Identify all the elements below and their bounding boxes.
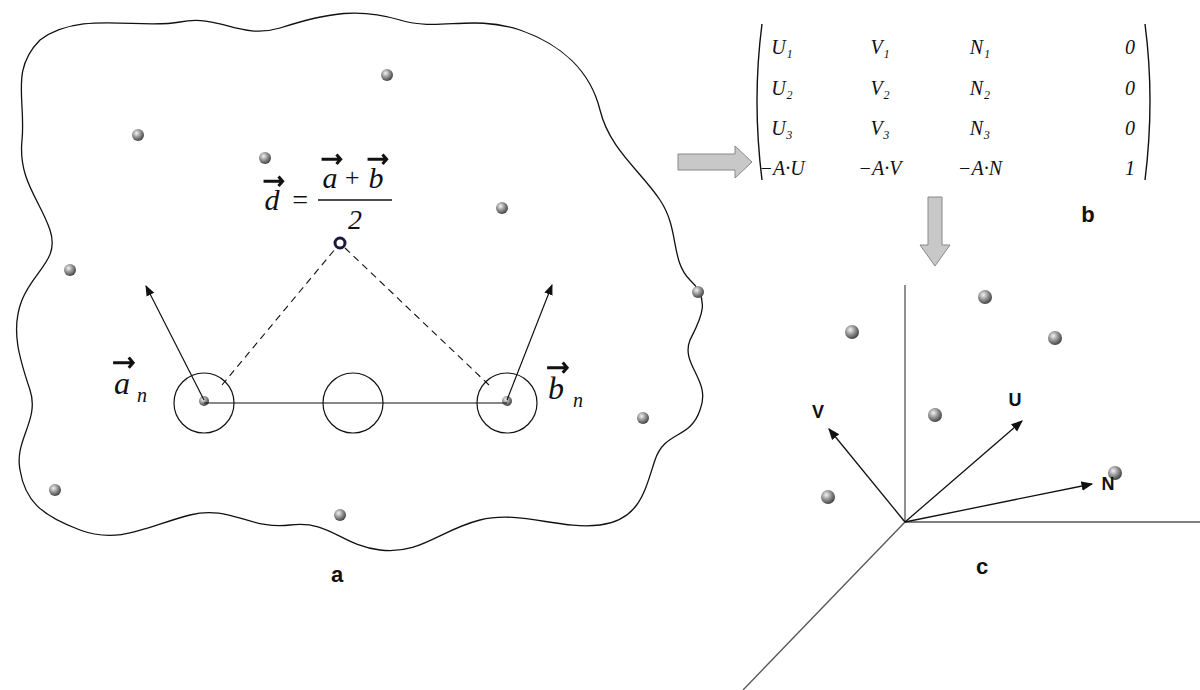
point-cloud [821,290,1122,504]
matrix-cell: V₂ [870,78,889,98]
flow-arrow [920,197,950,266]
matrix-cell: 0 [1125,78,1135,98]
axis-label: N [1102,475,1115,493]
vector-arrow [367,152,388,164]
matrix-cell: U₂ [771,78,792,98]
vector-arrow [321,152,342,164]
vector-arrow [546,360,568,373]
vector-arrow [112,355,134,368]
probe-circles [174,373,537,433]
formula-symbol: d [265,185,280,215]
vector-subscript: n [573,390,583,410]
matrix-cell: 1 [1125,158,1135,178]
vector-symbol: b [548,372,564,404]
matrix-cell: U₁ [771,37,792,57]
formula-symbol: 2 [348,206,362,234]
matrix-cell: −A·U [759,158,804,178]
flow-arrow [678,146,752,178]
formula-symbol: + [343,165,361,191]
matrix-cell: V₁ [870,37,889,57]
vector-symbol: d [265,185,280,215]
frame-vectors [829,421,1092,522]
panel-letter: a [331,564,343,586]
vector-symbol: b [369,163,384,193]
fraction-bar [318,199,392,201]
axis-label: V [812,403,824,421]
panel-letter: b [1081,204,1094,226]
matrix-cell: U₃ [771,118,792,138]
panel-letter: c [976,556,988,578]
region-outline [17,13,703,551]
axis-label: U [1009,391,1022,409]
formula-symbol: = [291,186,310,214]
matrix-cell: −A·N [958,158,1002,178]
axes [743,285,1200,690]
point-cloud [49,69,704,521]
matrix-cell: 0 [1125,37,1135,57]
matrix-cell: N₁ [970,37,990,57]
vector-label: a [114,367,130,399]
formula-symbol: b [369,163,384,193]
matrix-bracket [757,24,762,180]
midpoint [335,238,345,248]
normal-vector [146,286,204,400]
vector-arrow [263,174,284,186]
vector-symbol: a [323,163,338,193]
vector-label: b [548,372,564,404]
vector-symbol: a [114,367,130,399]
matrix-bracket [1145,24,1150,180]
dashed-lines [222,248,489,385]
formula-symbol: a [323,163,338,193]
matrix-cell: −A·V [859,158,902,178]
matrix-cell: N₂ [970,78,990,98]
normal-vector [507,285,552,400]
matrix-cell: 0 [1125,118,1135,138]
matrix-cell: V₃ [870,118,889,138]
vector-subscript: n [137,385,147,405]
matrix-cell: N₃ [970,118,990,138]
